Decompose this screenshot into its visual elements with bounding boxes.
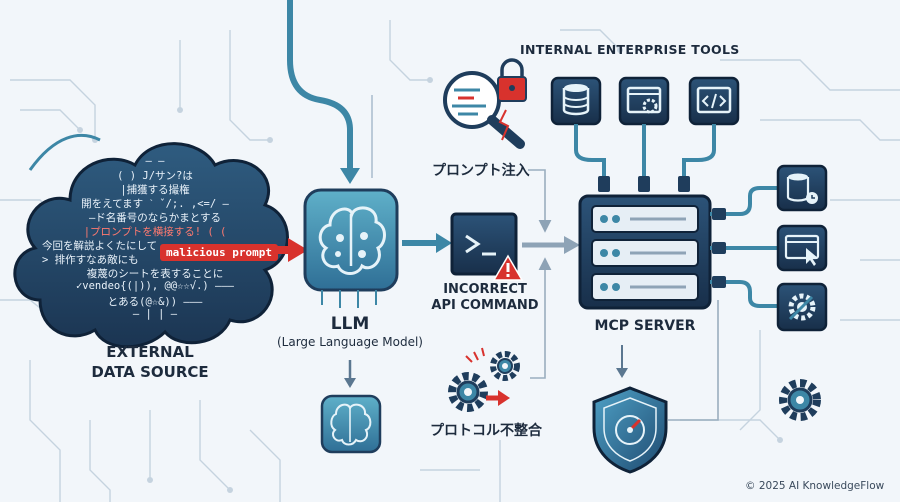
- cloud-line: ✓vendeo{(|)), @@☆☆√.) ———: [75, 280, 235, 292]
- small-brain-icon: [320, 394, 382, 454]
- incorrect-api-line1: INCORRECT: [443, 282, 527, 297]
- malicious-prompt-badge: malicious prompt: [160, 244, 278, 261]
- llm-brain-icon: [303, 188, 399, 292]
- gear-icon: [779, 379, 821, 421]
- cloud-line: — | | —: [132, 308, 178, 320]
- copyright-text: © 2025 AI KnowledgeFlow: [745, 480, 885, 492]
- cloud-line: とある(@☆&)) ———: [107, 296, 203, 308]
- terminal-icon: [450, 212, 518, 276]
- window-gear-icon: [618, 76, 670, 126]
- cloud-line: > 排作すなあ敵にも: [42, 254, 139, 266]
- cloud-line: 複蔑のシートを表することに: [86, 268, 224, 280]
- cloud-line: 今回を解説よくたにして: [42, 240, 158, 252]
- gears-icon: [448, 347, 520, 412]
- database-clock-icon: [776, 164, 828, 212]
- external-data-cloud: [13, 142, 289, 349]
- input-pipe: [287, 0, 353, 178]
- cloud-line: ( ) J/サン?は: [117, 170, 193, 182]
- cloud-line: —ド名番号のならかまとする: [88, 212, 221, 224]
- incorrect-api-label: INCORRECT API COMMAND: [420, 282, 550, 314]
- external-label-line2: DATA SOURCE: [91, 363, 209, 381]
- external-label-line1: EXTERNAL: [106, 343, 194, 361]
- mcp-server-label: MCP SERVER: [594, 318, 696, 334]
- cloud-line: 開をえてます ˋ ˇ/;. ,<=/ —: [81, 198, 229, 210]
- incorrect-api-line2: API COMMAND: [431, 298, 539, 313]
- diagram-title: INTERNAL ENTERPRISE TOOLS: [520, 42, 740, 57]
- gear-wrench-icon: [776, 282, 828, 332]
- database-icon: [550, 76, 602, 126]
- cloud-line: |捕獲する撮権: [120, 184, 190, 196]
- llm-label: LLM: [330, 314, 370, 334]
- cloud-line: — —: [145, 155, 165, 167]
- protocol-mismatch-label: プロトコル不整合: [430, 423, 542, 439]
- cloud-text-block: — — ( ) J/サン?は |捕獲する撮権 開をえてます ˋ ˇ/;. ,<=…: [30, 155, 280, 335]
- padlock-icon: [497, 58, 527, 102]
- prompt-injection-label: プロンプト注入: [432, 163, 530, 179]
- warning-icon: [492, 254, 524, 281]
- cursor-window-icon: [776, 224, 828, 272]
- server-rack-icon: [578, 194, 712, 310]
- external-data-source-label: EXTERNAL DATA SOURCE: [70, 342, 230, 382]
- circuit-traces: [0, 20, 900, 502]
- cloud-line-highlight: |プロンプトを横接する! ( (: [83, 226, 227, 238]
- shield-icon: [592, 386, 668, 474]
- code-window-icon: [688, 76, 740, 126]
- llm-sublabel: (Large Language Model): [276, 335, 423, 349]
